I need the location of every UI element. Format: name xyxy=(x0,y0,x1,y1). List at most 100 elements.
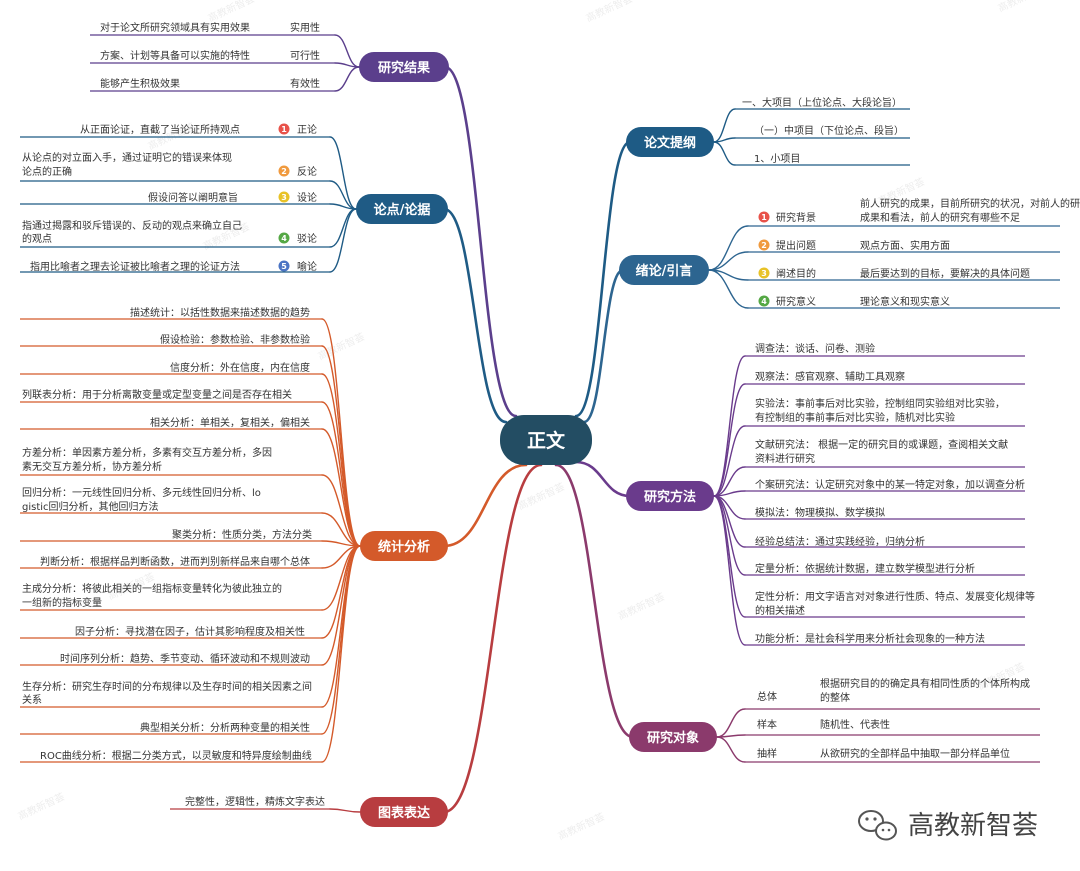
brand-mark: 高教新智荟 xyxy=(858,810,1038,841)
stat-method-text: 主成分分析：将彼此相关的一组指标变量转化为彼此独立的一组新的指标变量 xyxy=(22,582,282,609)
watermark-text: 高教新智荟 xyxy=(16,790,67,823)
argument-badge: 4 xyxy=(278,232,290,244)
watermark-text: 高教新智荟 xyxy=(556,810,607,843)
intro-badge: 2 xyxy=(758,239,770,251)
watermark-text: 高教新智荟 xyxy=(206,0,257,25)
argument-item-text: 从论点的对立面入手，通过证明它的错误来体现论点的正确 xyxy=(22,151,232,178)
research-method-item: 观察法：感官观察、辅助工具观察 xyxy=(755,370,905,383)
branch-node-outline[interactable]: 论文提纲 xyxy=(626,127,714,157)
research-object-tag: 样本 xyxy=(757,718,777,731)
argument-badge-number: 1 xyxy=(281,125,287,134)
research-object-tag: 抽样 xyxy=(757,747,777,760)
stat-method-text: 判断分析：根据样品判断函数，进而判别新样品来自哪个总体 xyxy=(40,555,310,568)
argument-item: 从论点的对立面入手，通过证明它的错误来体现论点的正确 2 反论 xyxy=(22,151,317,178)
branch-node-stats[interactable]: 统计分析 xyxy=(360,531,448,561)
intro-badge-number: 4 xyxy=(761,297,767,306)
result-item: 对于论文所研究领域具有实用效果 实用性 xyxy=(100,21,320,34)
argument-badge: 2 xyxy=(278,165,290,177)
stat-method-item: 方差分析：单因素方差分析，多素有交互方差分析，多因素无交互方差分析，协方差分析 xyxy=(22,446,272,473)
stat-method-text: 描述统计：以括性数据来描述数据的趋势 xyxy=(130,306,310,319)
branch-node-arguments[interactable]: 论点/论据 xyxy=(356,194,448,224)
stat-method-text: 列联表分析：用于分析离散变量或定型变量之间是否存在相关 xyxy=(22,388,292,401)
intro-item-tag: 研究意义 xyxy=(776,295,816,308)
research-method-text: 实验法：事前事后对比实验，控制组同实验组对比实验，有控制组的事前事后对比实验，随… xyxy=(755,397,1005,424)
argument-badge-number: 2 xyxy=(281,167,287,176)
research-method-item: 文献研究法： 根据一定的研究目的或课题，查阅相关文献资料进行研究 xyxy=(755,438,1008,465)
argument-badge-number: 5 xyxy=(281,262,287,271)
stat-method-text: 相关分析：单相关，复相关，偏相关 xyxy=(150,416,310,429)
branch-label-arguments: 论点/论据 xyxy=(374,202,431,218)
intro-item: 4 研究意义 理论意义和现实意义 xyxy=(758,295,950,308)
branch-label-outline: 论文提纲 xyxy=(644,135,696,151)
result-item-tag: 有效性 xyxy=(290,77,320,90)
research-method-text: 定性分析：用文字语言对对象进行性质、特点、发展变化规律等的相关描述 xyxy=(755,590,1035,617)
outline-item-text: 1、小项目 xyxy=(754,153,800,165)
brand-name: 高教新智荟 xyxy=(908,811,1038,841)
stat-method-item: 因子分析：寻找潜在因子，估计其影响程度及相关性 xyxy=(75,625,305,638)
branch-label-intro: 绪论/引言 xyxy=(636,263,693,279)
watermark-text: 高教新智荟 xyxy=(996,0,1047,15)
argument-item-tag: 反论 xyxy=(297,165,317,178)
chart-expression-item: 完整性，逻辑性，精炼文字表达 xyxy=(185,795,325,808)
branch-connectors xyxy=(321,34,749,814)
branch-label-methods: 研究方法 xyxy=(644,489,696,505)
result-item-tag: 可行性 xyxy=(290,49,320,62)
intro-badge: 1 xyxy=(758,211,770,223)
intro-item-tag: 提出问题 xyxy=(776,239,816,252)
branch-label-charts: 图表表达 xyxy=(378,805,430,821)
argument-badge: 5 xyxy=(278,260,290,272)
research-method-item: 功能分析：是社会科学用来分析社会现象的一种方法 xyxy=(755,632,985,645)
research-object-tag: 总体 xyxy=(757,690,777,703)
stat-method-text: 聚类分析：性质分类，方法分类 xyxy=(172,528,312,541)
intro-item-text: 理论意义和现实意义 xyxy=(860,295,950,308)
research-object-text: 从欲研究的全部样品中抽取一部分样品单位 xyxy=(820,747,1010,760)
argument-item-tag: 喻论 xyxy=(297,260,317,273)
leaf-layer: 对于论文所研究领域具有实用效果实用性方案、计划等具备可以实施的特性可行性能够产生… xyxy=(20,21,1080,810)
branch-label-objects: 研究对象 xyxy=(647,730,699,746)
outline-item: 一、大项目（上位论点、大段论旨） xyxy=(742,96,902,109)
research-method-text: 个案研究法：认定研究对象中的某一特定对象，加以调查分析 xyxy=(755,478,1025,491)
research-method-text: 定量分析：依据统计数据，建立数学模型进行分析 xyxy=(755,562,975,575)
stat-method-text: 因子分析：寻找潜在因子，估计其影响程度及相关性 xyxy=(75,625,305,638)
argument-badge-number: 4 xyxy=(281,234,287,243)
research-method-text: 观察法：感官观察、辅助工具观察 xyxy=(755,370,905,383)
research-method-text: 调查法：谈话、问卷、测验 xyxy=(755,342,875,355)
result-item-text: 对于论文所研究领域具有实用效果 xyxy=(100,21,250,34)
wechat-icon xyxy=(858,810,897,841)
research-object-item: 样本随机性、代表性 xyxy=(757,718,890,731)
intro-badge-number: 1 xyxy=(761,213,767,222)
intro-badge-number: 3 xyxy=(761,269,767,278)
research-method-item: 实验法：事前事后对比实验，控制组同实验组对比实验，有控制组的事前事后对比实验，随… xyxy=(755,397,1005,424)
research-method-item: 定量分析：依据统计数据，建立数学模型进行分析 xyxy=(755,562,975,575)
stat-method-text: ROC曲线分析：根据二分类方式，以灵敏度和特异度绘制曲线 xyxy=(40,749,312,762)
result-item-tag: 实用性 xyxy=(290,21,320,34)
branch-node-results[interactable]: 研究结果 xyxy=(359,52,449,82)
research-method-item: 个案研究法：认定研究对象中的某一特定对象，加以调查分析 xyxy=(755,478,1025,491)
branch-label-results: 研究结果 xyxy=(378,60,430,76)
branch-node-intro[interactable]: 绪论/引言 xyxy=(619,255,709,285)
branch-node-methods[interactable]: 研究方法 xyxy=(626,481,714,511)
branch-node-charts[interactable]: 图表表达 xyxy=(360,797,448,827)
result-item-text: 能够产生积极效果 xyxy=(100,77,180,90)
stat-method-text: 时间序列分析：趋势、季节变动、循环波动和不规则波动 xyxy=(60,652,310,665)
watermark-text: 高教新智荟 xyxy=(584,0,635,25)
stat-method-item: 假设检验：参数检验、非参数检验 xyxy=(160,333,310,346)
research-method-text: 经验总结法：通过实践经验，归纳分析 xyxy=(755,535,925,548)
intro-item-text: 最后要达到的目标，要解决的具体问题 xyxy=(860,267,1030,280)
branch-node-objects[interactable]: 研究对象 xyxy=(629,722,717,752)
outline-item-text: （一）中项目（下位论点、段旨） xyxy=(754,124,904,137)
central-topic[interactable]: 正文 xyxy=(500,415,592,465)
watermark-text: 高教新智荟 xyxy=(616,590,667,623)
research-method-text: 文献研究法： 根据一定的研究目的或课题，查阅相关文献资料进行研究 xyxy=(755,438,1008,465)
research-object-text: 根据研究目的的确定具有相同性质的个体所构成的整体 xyxy=(820,677,1030,704)
intro-badge-number: 2 xyxy=(761,241,767,250)
central-topic-label: 正文 xyxy=(527,429,566,452)
